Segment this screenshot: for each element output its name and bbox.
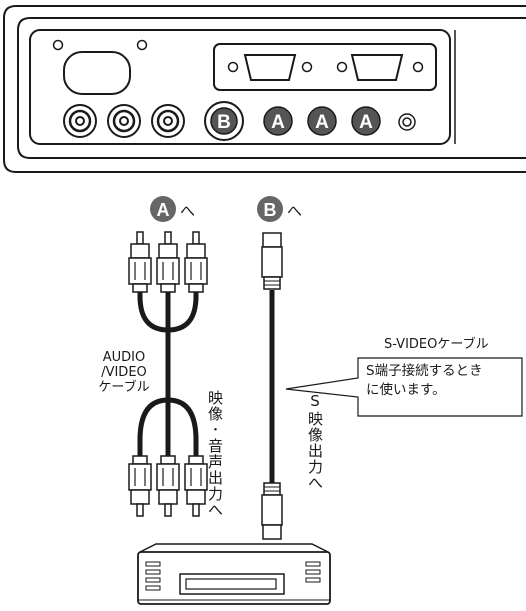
rca-jack <box>63 104 97 138</box>
rca-jack <box>107 104 141 138</box>
callout-line: に使います。 <box>366 382 446 398</box>
screw-hole <box>412 61 424 73</box>
marker-a: A へ <box>150 196 195 222</box>
port-a-letter: A <box>315 112 329 133</box>
rca-plug-top-left <box>128 231 152 293</box>
port-a-letter: A <box>271 112 285 133</box>
callout-line: S端子接続するとき <box>366 363 483 379</box>
port-a-jack: A <box>351 106 381 136</box>
rca-plug-top-right <box>184 231 208 293</box>
callout <box>285 357 523 417</box>
port-a-jack: A <box>263 106 293 136</box>
audio-video-cable-label-line: /VIDEO <box>101 365 147 380</box>
audio-video-cable-label: AUDIO /VIDEO ケーブル <box>88 350 160 395</box>
marker-a-letter: A <box>157 200 170 220</box>
screw-hole <box>301 61 313 73</box>
rca-plug-bottom-center <box>156 455 180 517</box>
projector-rear-panel: B A A A <box>3 5 526 173</box>
s-video-cable <box>261 232 283 540</box>
dsub-connector-1 <box>243 54 297 81</box>
screw-hole <box>52 39 64 51</box>
rca-plug-top-center <box>156 231 180 293</box>
rca-jack <box>151 104 185 138</box>
marker-b-letter: B <box>264 200 277 220</box>
small-jack <box>398 113 416 131</box>
screw-hole <box>136 39 148 51</box>
port-a-jack: A <box>307 106 337 136</box>
port-b-svideo: B <box>204 101 244 141</box>
s-video-cable-label: S-VIDEOケーブル <box>384 337 489 352</box>
power-socket <box>63 51 131 95</box>
rca-plug-bottom-left <box>128 455 152 517</box>
av-output-label: 映像･音声出力へ <box>206 390 224 518</box>
marker-b: B へ <box>257 196 302 222</box>
marker-b-arrow-text: へ <box>287 202 302 220</box>
s-output-label: S映像出力へ <box>306 392 324 491</box>
rca-plug-bottom-right <box>184 455 208 517</box>
port-b-letter: B <box>217 112 231 133</box>
audio-video-cable <box>128 231 208 517</box>
dsub-connector-2 <box>350 54 404 81</box>
vcr-device <box>137 543 331 605</box>
callout-text: S端子接続するとき に使います。 <box>366 362 483 400</box>
screw-hole <box>227 61 239 73</box>
audio-video-cable-label-line: ケーブル <box>98 380 150 395</box>
marker-a-arrow-text: へ <box>180 202 195 220</box>
screw-hole <box>336 61 348 73</box>
audio-video-cable-label-line: AUDIO <box>102 350 146 365</box>
port-a-letter: A <box>359 112 373 133</box>
